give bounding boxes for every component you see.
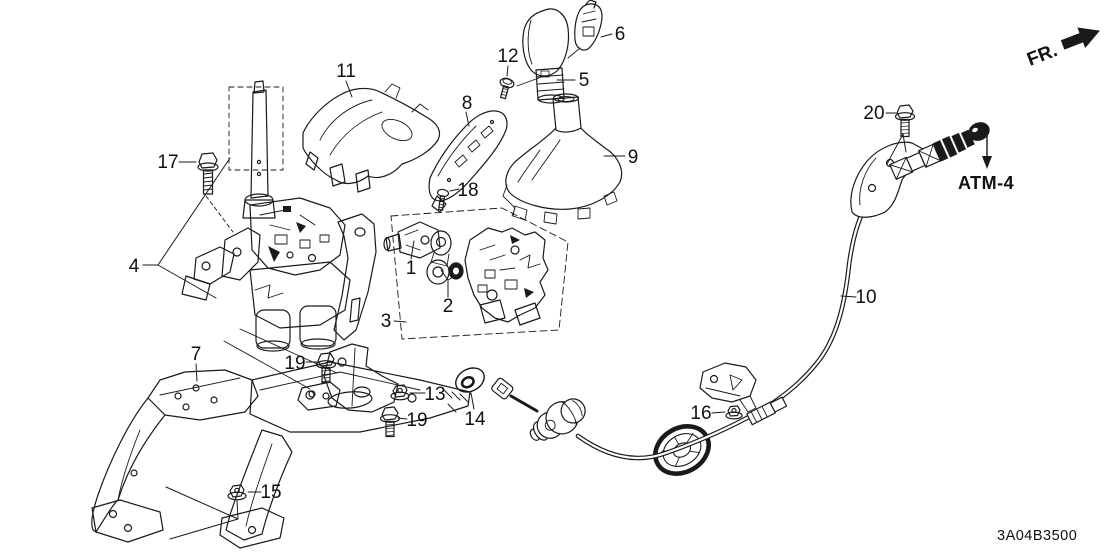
callout-10: 10 <box>855 287 876 308</box>
control-cable <box>575 189 877 461</box>
callout-1: 1 <box>406 258 417 279</box>
callout-12: 12 <box>497 46 518 67</box>
cable-end-bracket <box>850 141 926 218</box>
callout-5: 5 <box>579 70 590 91</box>
callout-6: 6 <box>615 24 626 45</box>
shift-lever-assembly <box>181 80 377 352</box>
screw-17-axis-line <box>205 195 234 233</box>
callout-14: 14 <box>464 409 486 430</box>
cable-grommet-ring <box>653 424 711 476</box>
cable-rod <box>509 394 539 413</box>
diagram-code: 3A04B3500 <box>997 528 1077 544</box>
knob-button <box>567 0 603 59</box>
detent-bracket <box>464 227 549 326</box>
nut-13 <box>390 384 410 401</box>
screw-12-guide-line <box>516 75 545 87</box>
nut-16 <box>725 405 743 420</box>
cable-barrel <box>529 398 586 441</box>
callout-4: 4 <box>129 256 140 277</box>
detent-group-box <box>383 207 569 340</box>
cable-clamp-bracket <box>699 362 757 413</box>
detent-link <box>426 230 464 285</box>
shift-boot <box>502 93 623 225</box>
callout-8: 8 <box>462 93 473 114</box>
cable-eye-end <box>491 377 514 400</box>
callout-2: 2 <box>443 296 454 317</box>
callout-9: 9 <box>628 147 639 168</box>
solenoid <box>383 221 441 259</box>
callout-19-lower: 19 <box>406 410 427 431</box>
callout-15: 15 <box>260 482 281 503</box>
control-cable-core <box>576 190 876 460</box>
fr-label: FR. <box>1024 40 1060 71</box>
lower-bracket <box>91 361 471 549</box>
cable-mid-fitting <box>746 396 788 426</box>
callout-17: 17 <box>157 152 178 173</box>
plate-screw-18 <box>436 188 450 211</box>
callout-11: 11 <box>336 61 356 82</box>
callout-7: 7 <box>191 344 202 365</box>
callout-20: 20 <box>863 103 884 124</box>
upper-cover <box>302 83 441 193</box>
knob-screw-12 <box>499 77 515 100</box>
atm-ref-label: ATM-4 <box>958 173 1014 193</box>
bolt-19-lower <box>379 406 401 438</box>
callout-3: 3 <box>381 311 392 332</box>
callout-19-upper: 19 <box>284 353 305 374</box>
assembly-screw-17 <box>197 152 219 195</box>
shift-knob <box>522 8 570 104</box>
nut-15 <box>227 484 247 501</box>
fr-direction-arrow <box>1060 27 1100 50</box>
cable-transmission-end <box>889 122 990 180</box>
callout-13: 13 <box>424 384 445 405</box>
callout-16: 16 <box>690 403 711 424</box>
grommet-14 <box>455 367 485 393</box>
atm-pointer-arrow <box>982 135 992 169</box>
leader-lines <box>142 33 907 540</box>
callout-18: 18 <box>457 180 478 201</box>
bolt-20 <box>894 104 916 138</box>
